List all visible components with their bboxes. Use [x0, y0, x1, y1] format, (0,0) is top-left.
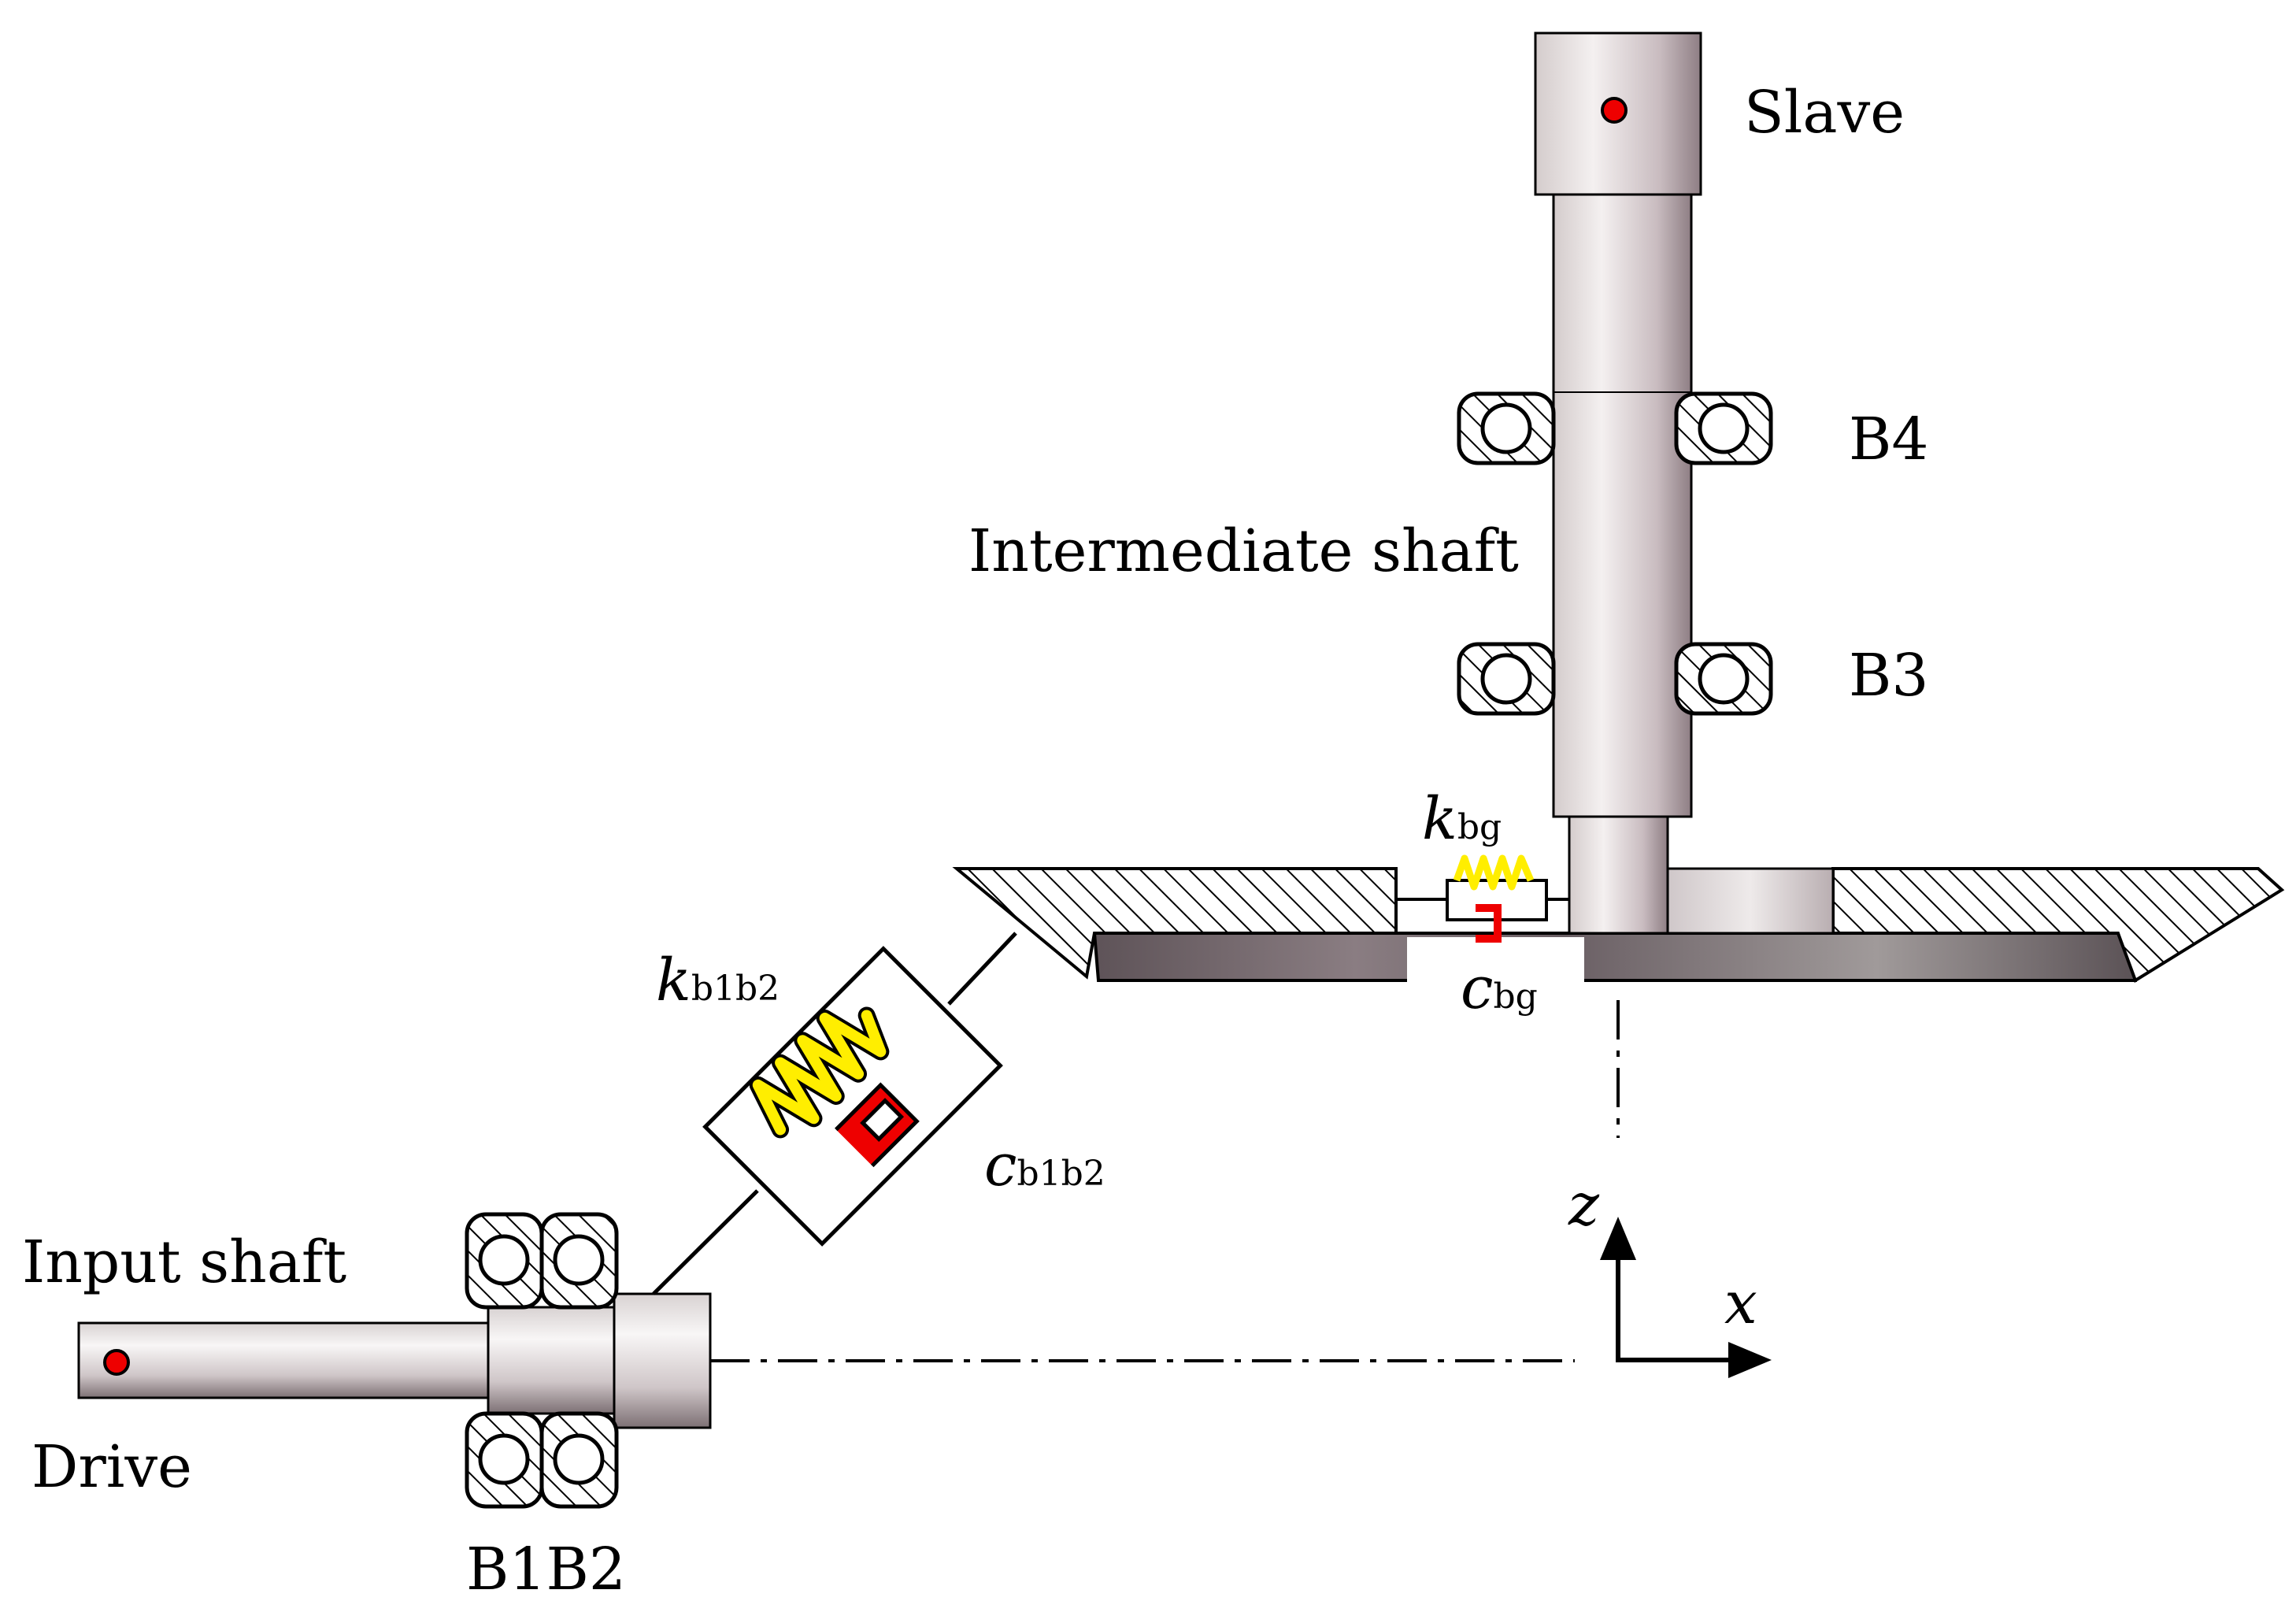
bearing-b4-left	[1457, 391, 1556, 465]
input-shaft-hub	[613, 1292, 712, 1429]
support-damper	[835, 1082, 920, 1168]
gear-hub-plate	[1666, 867, 1835, 935]
bearing-b3	[1457, 642, 1773, 716]
coordinate-axes	[1600, 1217, 1772, 1378]
input-shaft	[77, 1292, 712, 1429]
intermediate-shaft-neck	[1568, 815, 1669, 935]
mesh-spring	[1453, 854, 1535, 891]
input-shaft-body	[77, 1321, 494, 1399]
intermediate-shaft-body	[1552, 193, 1693, 818]
mesh-damper	[1476, 904, 1502, 943]
bevel-gear-face	[1092, 932, 2140, 982]
label-b1b2: B1B2	[466, 1536, 626, 1603]
input-shaft-collar	[487, 1306, 616, 1415]
label-b4: B4	[1849, 406, 1928, 473]
label-c-b1b2: cb1b2	[984, 1132, 1105, 1199]
bearing-b2-top	[539, 1212, 619, 1310]
bearing-b4	[1457, 391, 1773, 465]
label-slave: Slave	[1744, 79, 1905, 146]
bearing-b1-top	[465, 1212, 544, 1310]
label-k-b1b2: kb1b2	[656, 947, 780, 1014]
label-drive: Drive	[31, 1433, 192, 1501]
slave-node-dot	[1601, 97, 1628, 124]
label-intermediate-shaft: Intermediate shaft	[968, 517, 1519, 585]
label-axis-x: x	[1724, 1269, 1757, 1337]
gear-bore-gap	[1407, 937, 1584, 984]
bearing-b3-right	[1674, 642, 1773, 716]
label-k-bg: kbg	[1422, 785, 1502, 853]
z-axis-arrowhead	[1600, 1217, 1636, 1260]
bearing-b4-right	[1674, 391, 1773, 465]
intermediate-shaft	[1534, 31, 1702, 935]
mesh-spring-damper	[1396, 854, 1569, 943]
bearing-b2-bottom	[539, 1411, 619, 1509]
label-c-bg: cbg	[1461, 954, 1538, 1022]
drive-node-dot	[103, 1349, 130, 1376]
label-axis-z: z	[1568, 1171, 1600, 1239]
bearing-support-spring-damper	[652, 932, 1017, 1295]
bearing-b1-bottom	[465, 1411, 544, 1509]
label-b3: B3	[1849, 642, 1928, 710]
bearing-b1b2	[465, 1212, 619, 1509]
x-axis-arrowhead	[1728, 1342, 1772, 1378]
gear-hatched-rim-left	[952, 867, 1398, 980]
bearing-b3-left	[1457, 642, 1556, 716]
bevel-gear	[952, 867, 2285, 984]
label-input-shaft: Input shaft	[22, 1228, 346, 1296]
